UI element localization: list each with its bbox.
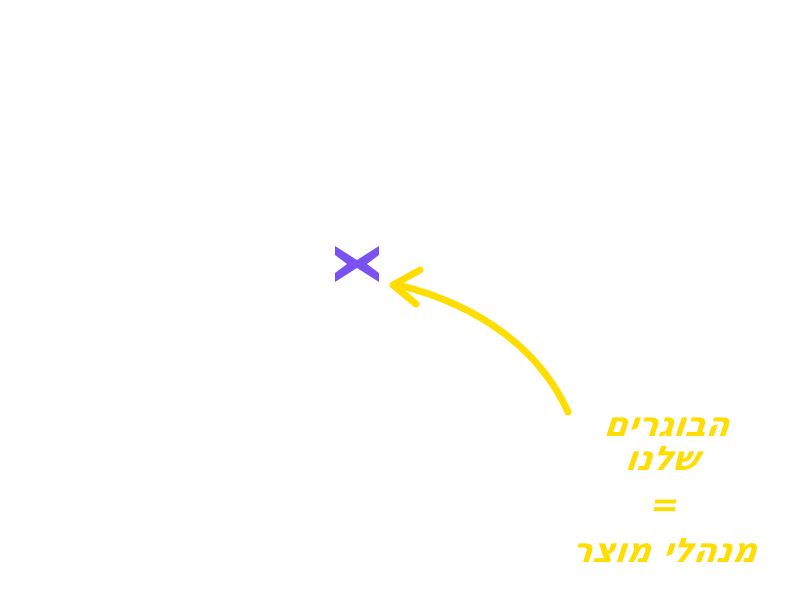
annotation-line-product-managers: מנהלי מוצר (569, 531, 761, 571)
annotation-line-equals: = (647, 485, 683, 525)
annotation-line-graduates: הבוגרים שלנו (602, 405, 733, 479)
handwritten-annotation: הבוגרים שלנו = מנהלי מוצר (560, 405, 770, 571)
bowtie-x-logo-icon (335, 246, 379, 282)
